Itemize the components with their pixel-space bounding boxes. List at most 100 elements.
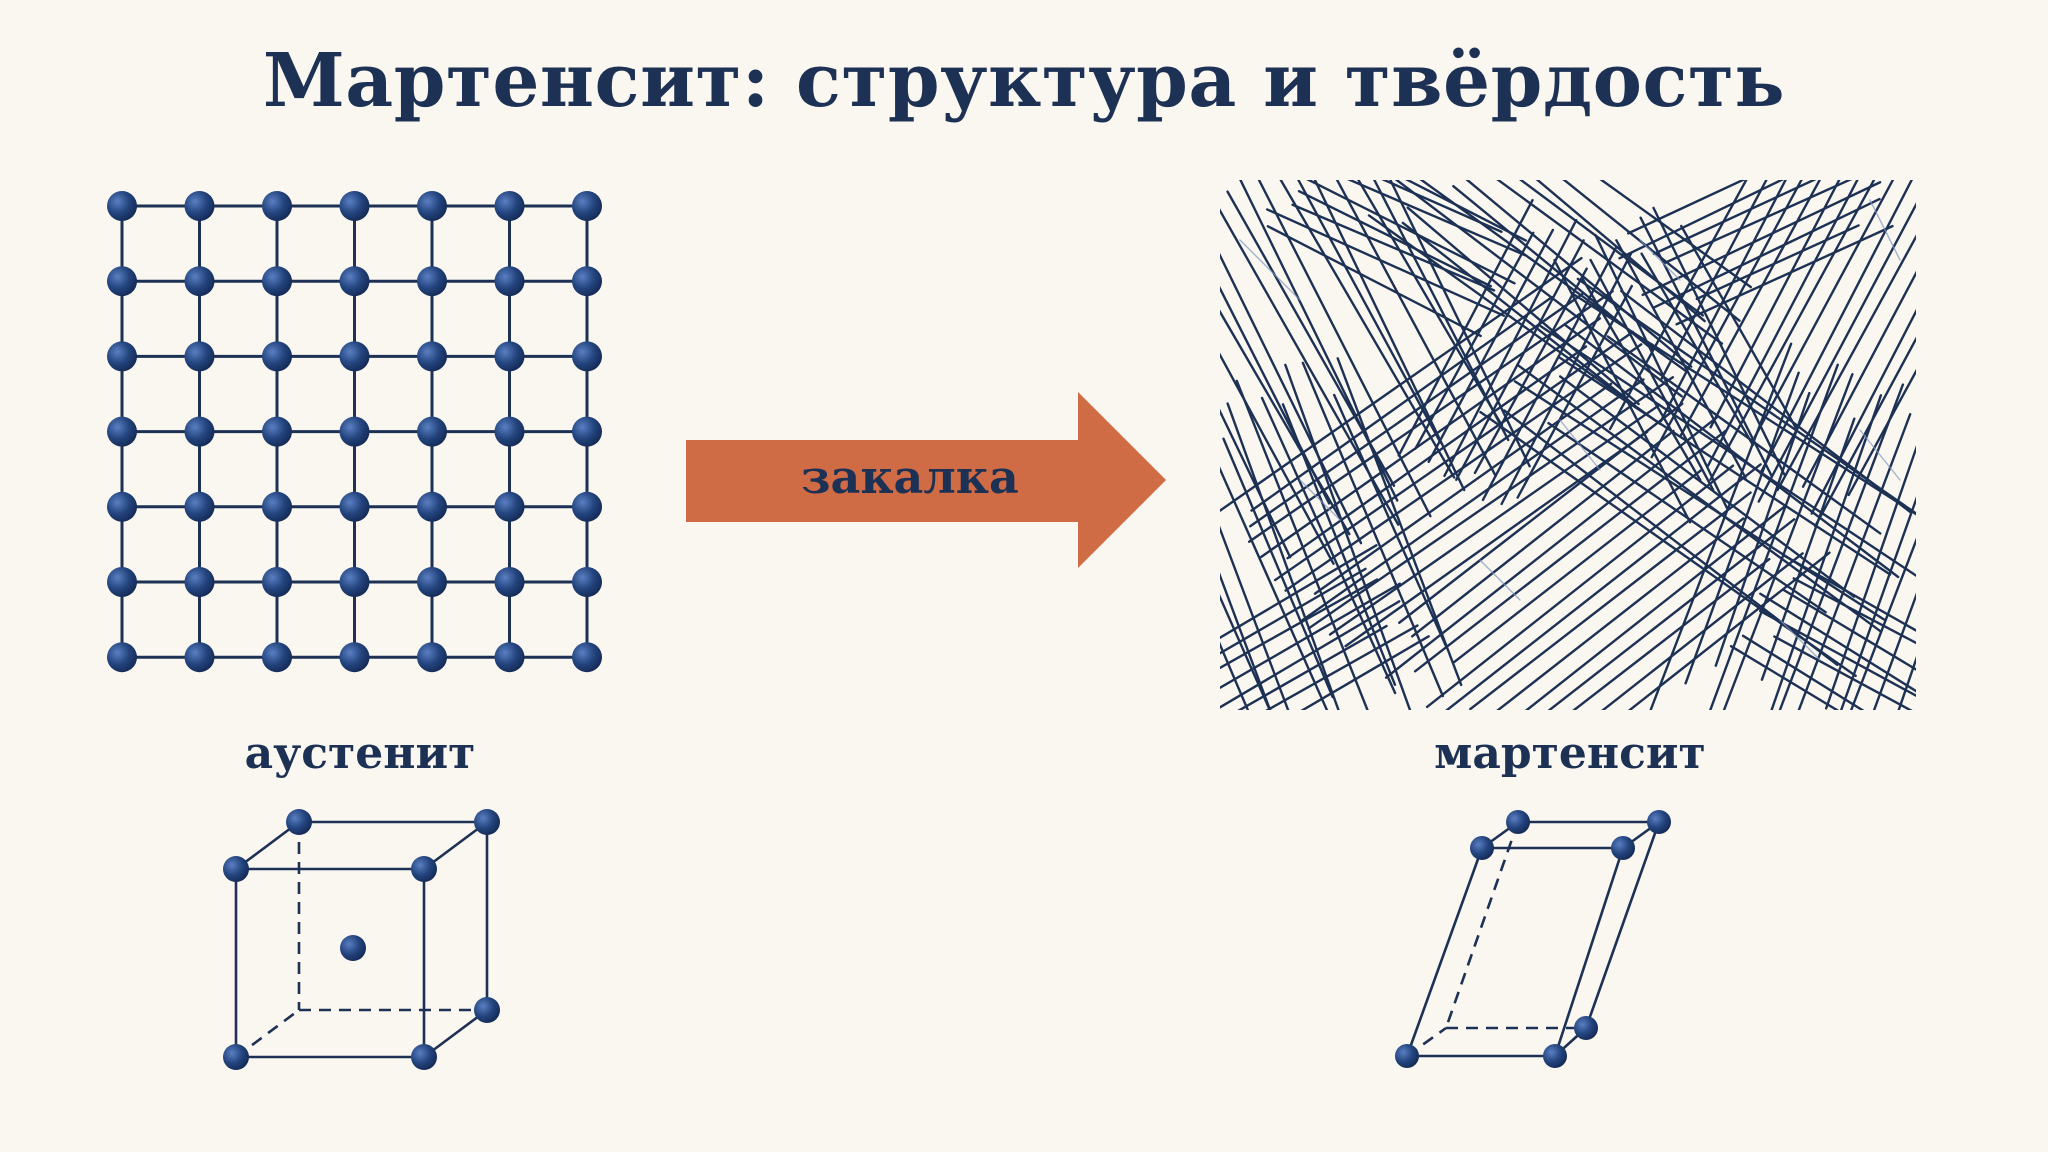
lattice-atom [184, 416, 215, 447]
lattice-atom [417, 416, 447, 447]
grain-boundary [1239, 239, 1301, 301]
martensite-lath [1758, 609, 1916, 698]
martensite-lath [1443, 218, 1578, 478]
grain-boundary [1779, 619, 1821, 661]
lattice-atom [107, 266, 137, 297]
martensite-lath [1722, 373, 1854, 710]
martensite-lath [1608, 180, 1748, 431]
martensite-lath [1404, 180, 1528, 242]
martensite-lath [1572, 557, 1771, 710]
martensite-lath [1473, 267, 1588, 475]
martensite-lath [1465, 180, 1693, 368]
cell-atom [340, 935, 366, 961]
austenite-lattice [107, 191, 602, 673]
lattice-atom [339, 191, 370, 221]
martensite-lath [1281, 403, 1397, 686]
martensite-lath [1547, 518, 1796, 710]
martensite-lath [1344, 430, 1649, 648]
martensite-lath [1897, 656, 1916, 710]
martensite-lath [1313, 180, 1466, 492]
martensite-lath [1580, 276, 1702, 482]
lattice-atom [262, 642, 292, 673]
austenite-label: аустенит [244, 728, 476, 779]
cell-atom [286, 809, 312, 835]
martensite-lath [1516, 284, 1633, 499]
lattice-atom [262, 491, 292, 522]
martensite-lath [1250, 295, 1554, 512]
austenite-unit-cell [234, 820, 489, 1059]
cell-atom [223, 1044, 249, 1070]
martensite-lath [1679, 180, 1822, 438]
martensite-lath [1639, 216, 1774, 478]
martensite-lath [1328, 403, 1661, 636]
lattice-atom [184, 266, 215, 297]
quench-arrow [686, 392, 1166, 568]
martensite-lath [1445, 463, 1762, 710]
lattice-atom [184, 567, 215, 597]
martensite-lath [1675, 224, 1894, 326]
martensite-lath [1729, 644, 1840, 710]
martensite-lath [1814, 336, 1916, 528]
martensite-label: мартенсит [1434, 728, 1706, 779]
martensite-lath [1384, 416, 1718, 679]
martensite-lath [1872, 592, 1916, 710]
cell-atom [1395, 1044, 1419, 1068]
martensite-lath [1627, 551, 1831, 710]
martensite-lath [1663, 180, 1853, 264]
lattice-atom [417, 191, 447, 221]
martensite-lath [1401, 221, 1635, 406]
martensite-lath [1381, 180, 1503, 233]
lattice-atom [572, 341, 602, 372]
martensite-lath [1759, 592, 1916, 693]
lattice-atom [262, 416, 292, 447]
martensite-lath [1259, 317, 1602, 559]
lattice-atom [107, 642, 137, 673]
lattice-atom [494, 191, 525, 221]
martensite-microstructure [1220, 180, 1916, 710]
lattice-atom [417, 266, 447, 297]
lattice-atom [417, 491, 447, 522]
martensite-lath [1220, 252, 1363, 545]
lattice-atom [494, 642, 525, 673]
martensite-lath [1413, 429, 1727, 673]
lattice-atom [339, 341, 370, 372]
martensite-lath [1518, 180, 1705, 317]
martensite-lath [1652, 206, 1786, 476]
martensite-lath [1660, 180, 1768, 381]
martensite-lath [1481, 246, 1618, 502]
martensite-lath [1297, 180, 1442, 444]
martensite-lath [1709, 363, 1839, 710]
martensite-lath [1265, 208, 1506, 317]
martensite-lath [1266, 225, 1482, 338]
cell-atom [474, 997, 500, 1023]
lattice-atom [339, 642, 370, 673]
lattice-atom [262, 341, 292, 372]
martensite-lath [1220, 352, 1335, 565]
lattice-atom [107, 416, 137, 447]
martensite-lath [1516, 363, 1883, 633]
martensite-lath [1680, 224, 1798, 431]
martensite-lath [1220, 594, 1272, 710]
lattice-atom [494, 341, 525, 372]
martensite-lath [1220, 572, 1272, 710]
martensite-unit-cell [1405, 820, 1661, 1058]
lattice-atom [572, 642, 602, 673]
martensite-lath [1222, 437, 1334, 699]
martensite-lath [1652, 197, 1881, 309]
grain-boundary [1559, 419, 1601, 471]
martensite-lath [1414, 231, 1535, 450]
lattice-atom [572, 416, 602, 447]
martensite-lath [1782, 553, 1916, 632]
lattice-atom [572, 491, 602, 522]
martensite-lath [1589, 258, 1715, 492]
lattice-atom [339, 266, 370, 297]
martensite-lath [1573, 293, 1916, 516]
cell-atom [1574, 1016, 1598, 1040]
martensite-lath [1306, 180, 1516, 285]
martensite-lath [1265, 624, 1419, 710]
martensite-lath [1248, 292, 1584, 528]
martensite-lath [1606, 335, 1882, 535]
martensite-lath [1389, 180, 1531, 468]
martensite-lath [1286, 345, 1588, 560]
